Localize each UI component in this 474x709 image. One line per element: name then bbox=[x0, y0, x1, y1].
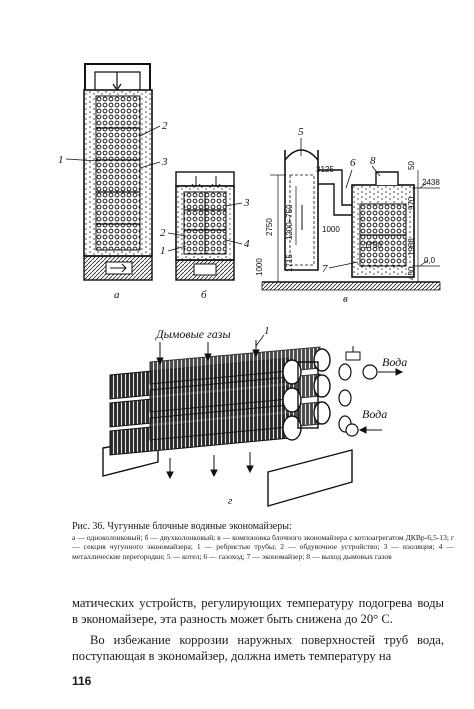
label-5-v: 5 bbox=[298, 126, 304, 138]
dim-970: 970 bbox=[407, 196, 416, 210]
label-1-b: 1 bbox=[160, 245, 166, 257]
dim-2438: 2438 bbox=[422, 178, 440, 187]
label-1-a: 1 bbox=[58, 154, 64, 166]
label-1-g: 1 bbox=[264, 325, 270, 337]
diagram-a-single-column: 1 2 3 а bbox=[58, 63, 168, 301]
dim-2750: 2750 bbox=[265, 218, 274, 236]
label-2-a: 2 bbox=[162, 120, 168, 132]
page-number: 116 bbox=[72, 674, 92, 688]
paragraph-2: Во избежание коррозии наружных поверхнос… bbox=[72, 633, 444, 663]
diagram-v-boiler-layout: 5 6 8 7 в 3125 2750 1200÷750 1715 1000 1… bbox=[255, 126, 441, 305]
label-3-a: 3 bbox=[161, 156, 168, 168]
label-7-v: 7 bbox=[322, 263, 328, 275]
diagram-g-section: Дымовые газы 1 Вода Вода г bbox=[102, 325, 407, 507]
label-4-b: 4 bbox=[244, 238, 250, 250]
body-text: матических устройств, регулирующих темпе… bbox=[72, 596, 444, 664]
dim-3125: 3125 bbox=[316, 165, 334, 174]
water-in-label: Вода bbox=[362, 407, 387, 421]
caption-title: Рис. 36. Чугунные блочные водяные эконом… bbox=[72, 521, 292, 532]
sublabel-a: а bbox=[114, 289, 120, 301]
water-out-label: Вода bbox=[382, 355, 407, 369]
dim-1200-750: 1200÷750 bbox=[285, 204, 294, 240]
label-3-b: 3 bbox=[243, 197, 250, 209]
sublabel-v: в bbox=[343, 293, 348, 305]
label-2-b: 2 bbox=[160, 227, 166, 239]
sublabel-g: г bbox=[228, 495, 233, 507]
gas-label: Дымовые газы bbox=[155, 327, 231, 341]
label-6-v: 6 bbox=[350, 157, 356, 169]
dim-1715: 1715 bbox=[285, 254, 294, 272]
dim-1000-top: 1000 bbox=[322, 225, 340, 234]
figure-caption: Рис. 36. Чугунные блочные водяные эконом… bbox=[72, 521, 454, 561]
label-8-v: 8 bbox=[370, 155, 376, 167]
dim-1988: 1988 bbox=[407, 238, 416, 256]
dim-0-0: 0,0 bbox=[424, 256, 436, 265]
diagram-b-two-column: 2 1 3 4 б bbox=[160, 171, 250, 301]
sublabel-b: б bbox=[201, 289, 207, 301]
caption-legend: а — одноколонковый; б — двухколонковый; … bbox=[72, 533, 454, 561]
economizer-figure: 1 2 3 а 2 1 3 4 б bbox=[58, 63, 441, 507]
dim-50: 50 bbox=[407, 161, 416, 170]
dim-1750: 1750 bbox=[364, 241, 382, 250]
dim-1000-left: 1000 bbox=[255, 258, 264, 276]
dim-450: 450 bbox=[407, 266, 416, 280]
paragraph-1: матических устройств, регулирующих темпе… bbox=[72, 596, 444, 626]
